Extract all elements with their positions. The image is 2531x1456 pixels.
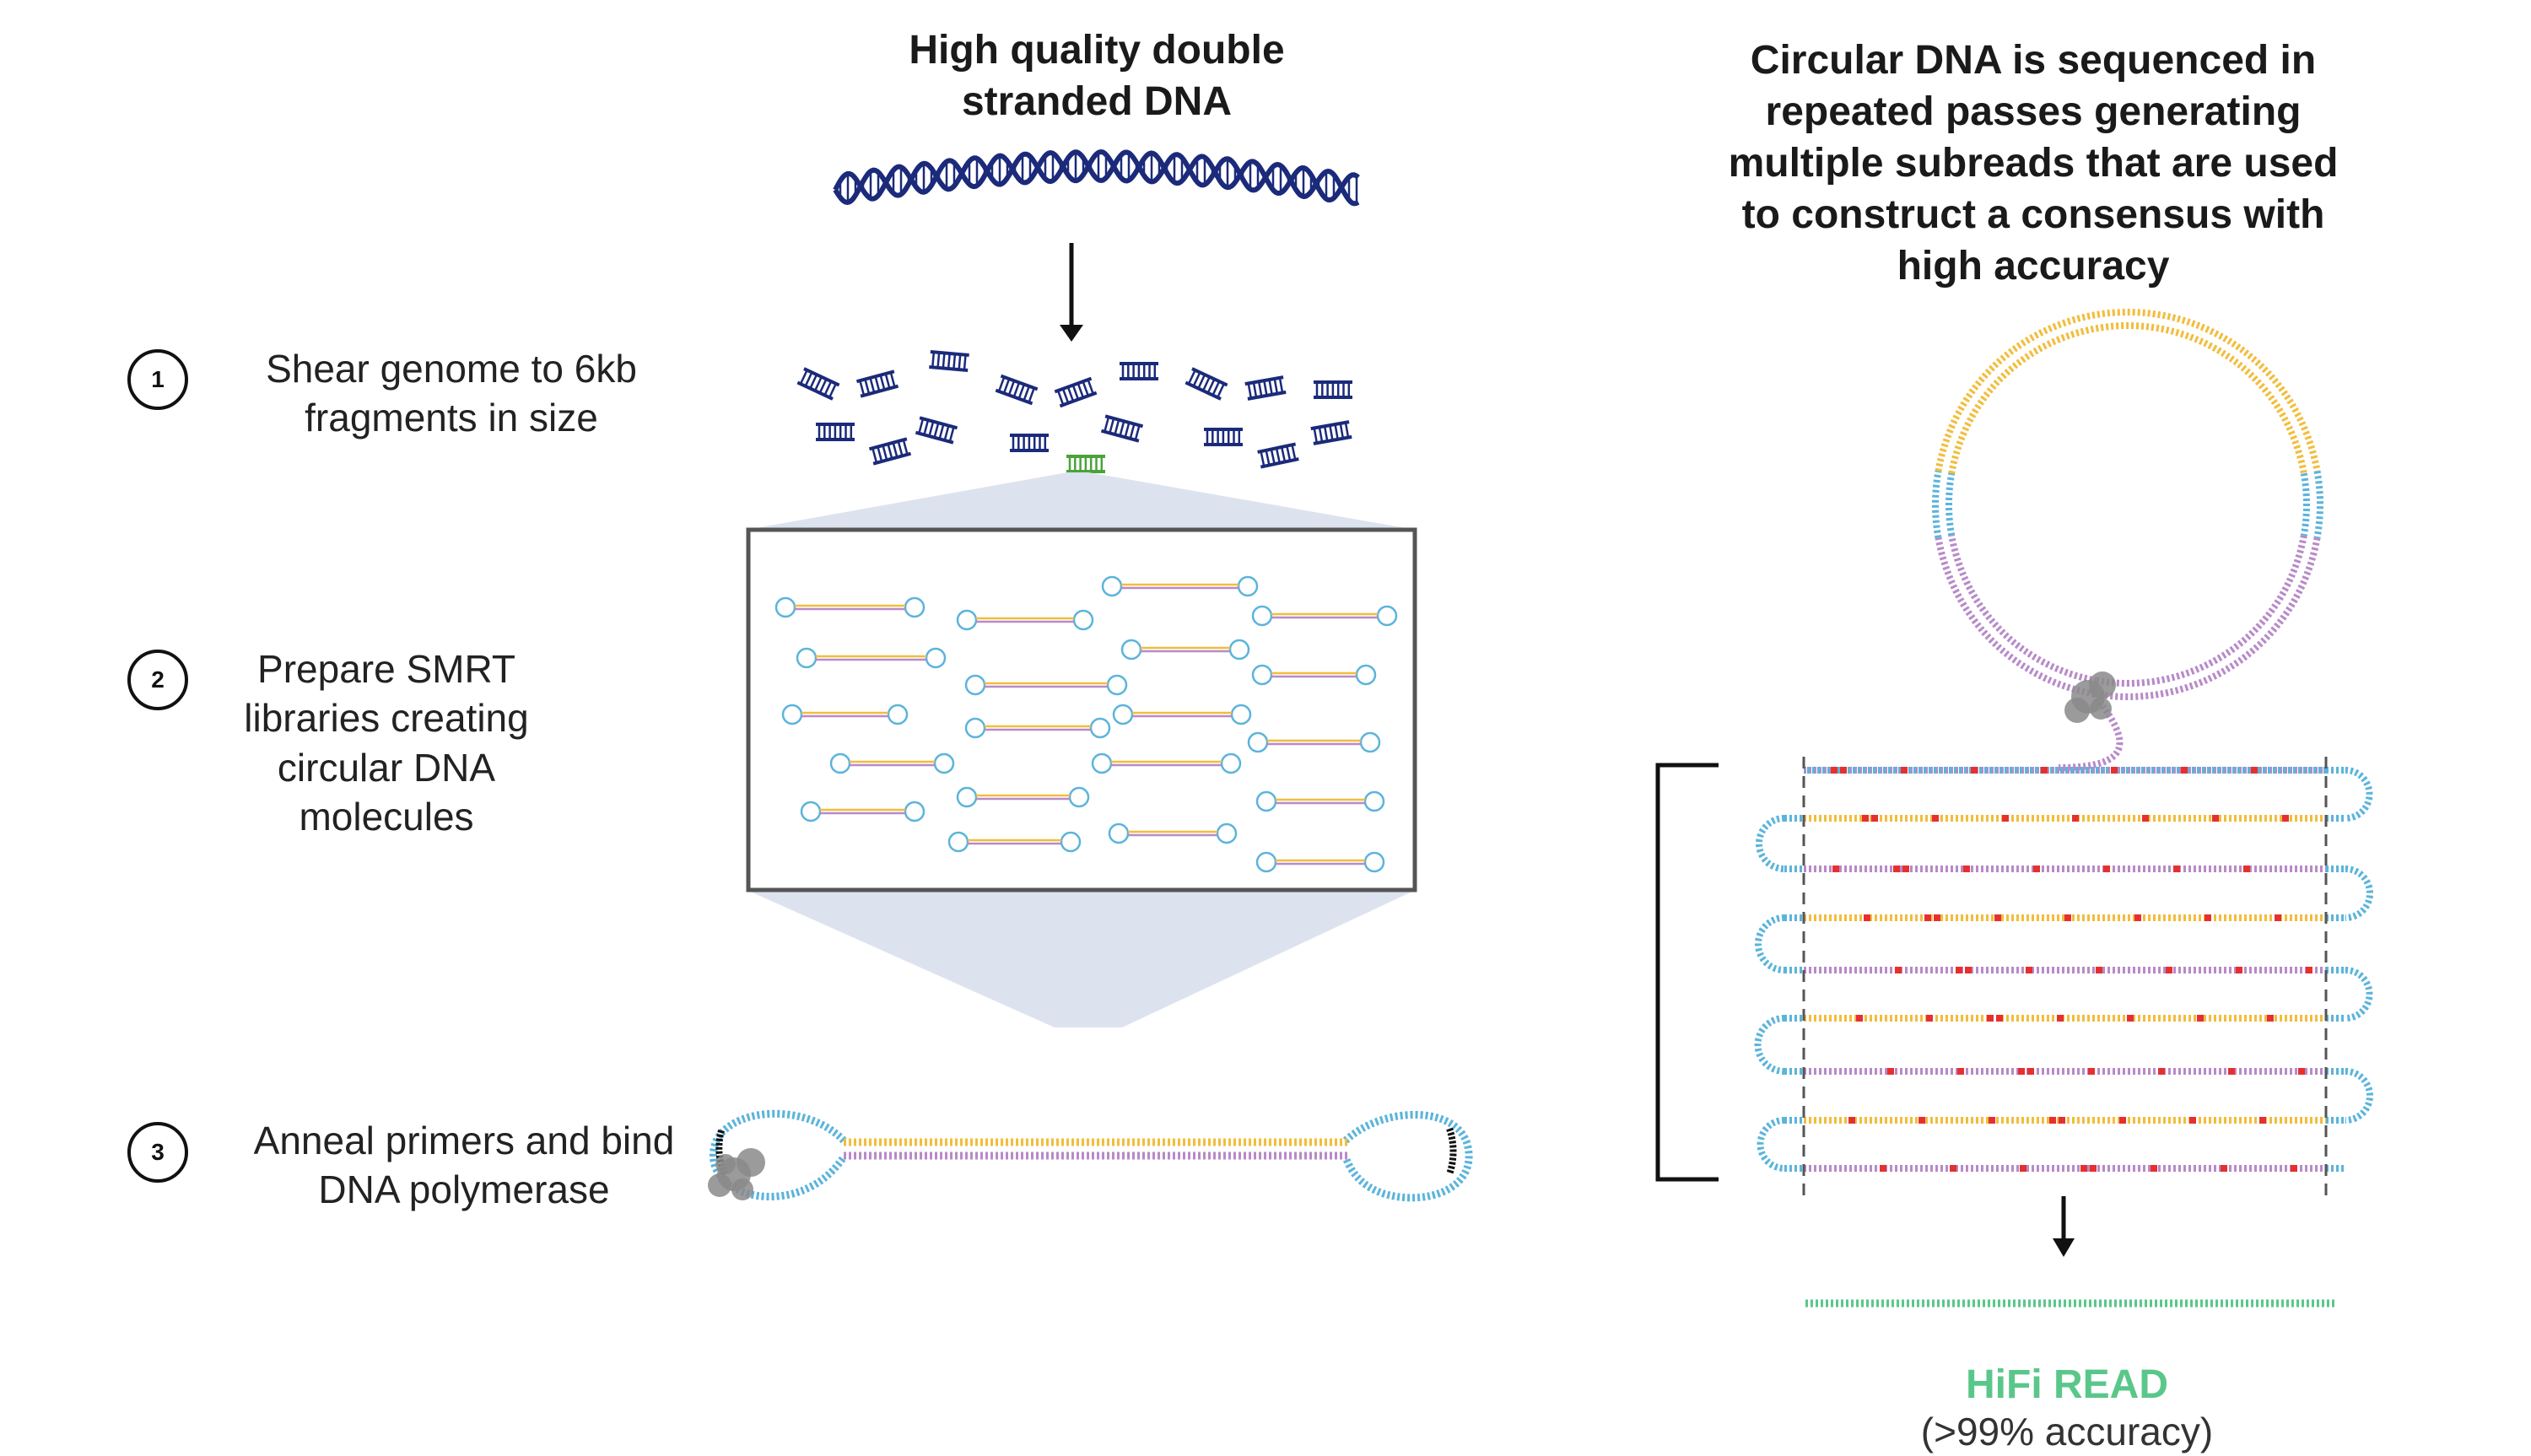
step-1-number: 1 xyxy=(127,349,188,410)
circular-dna xyxy=(1932,309,2323,771)
right-heading: Circular DNA is sequenced in repeated pa… xyxy=(1728,38,2339,289)
top-label: High quality double stranded DNA xyxy=(909,28,1285,124)
step-3-text: Anneal primers and bind DNA polymerase xyxy=(253,1119,675,1212)
step-3-number: 3 xyxy=(127,1122,188,1183)
subreads-bracket xyxy=(1655,763,1719,1182)
down-arrow-consensus-head xyxy=(2053,1238,2075,1257)
smrtbell-molecules xyxy=(774,575,1398,873)
down-arrow-shear-head xyxy=(1060,325,1083,342)
subreads-serpentine xyxy=(1754,767,2373,1172)
zoom-wedge-bottom xyxy=(747,890,1416,1027)
step-1-text: Shear genome to 6kb fragments in size xyxy=(266,347,637,440)
hifi-read-accuracy: (>99% accuracy) xyxy=(1920,1410,2214,1453)
step-2-text: Prepare SMRT libraries creating circular… xyxy=(244,647,529,839)
annealed-smrtbell xyxy=(708,1109,1473,1202)
dna-fragments xyxy=(796,350,1352,473)
hifi-read-title: HiFi READ xyxy=(1966,1362,2168,1407)
step-2-number: 2 xyxy=(127,650,188,710)
dna-double-helix xyxy=(833,148,1360,207)
smrt-library-box xyxy=(746,527,1417,892)
zoom-wedge-top xyxy=(747,472,1416,530)
